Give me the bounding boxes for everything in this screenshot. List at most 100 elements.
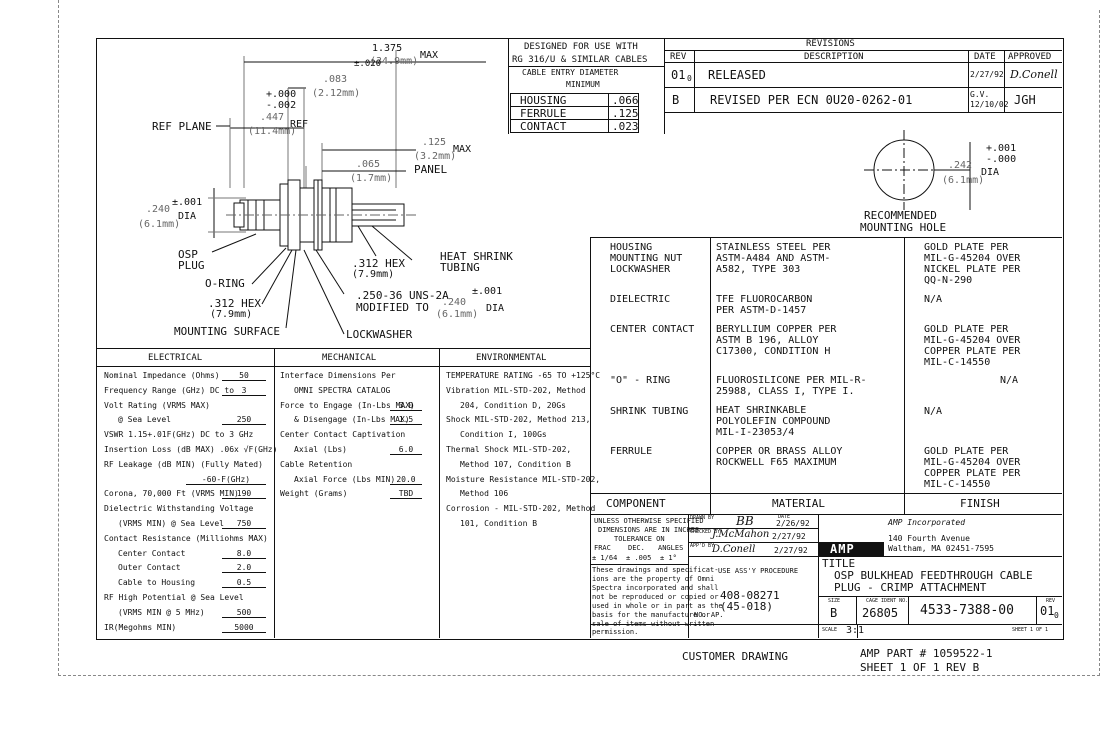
company-name: AMP Incorporated bbox=[888, 518, 966, 527]
mat-row5-mat-0: HEAT SHRINKABLE bbox=[716, 405, 807, 416]
dwg-number: 4533-7388-00 bbox=[920, 603, 1014, 618]
environmental-spec-line: 101, Condition B bbox=[460, 519, 538, 528]
environmental-spec-line: 204, Condition D, 20Gs bbox=[460, 401, 566, 410]
mat-row5-mat-2: MIL-I-23053/4 bbox=[716, 427, 795, 438]
drawing-title-line1: OSP BULKHEAD FEEDTHROUGH CABLE bbox=[834, 569, 1033, 582]
mounting-surface-label: MOUNTING SURFACE bbox=[174, 325, 280, 338]
mat-row3-mat-0: BERYLLIUM COPPER PER bbox=[716, 324, 837, 335]
design-for-line3: CABLE ENTRY DIAMETER bbox=[522, 68, 619, 77]
environmental-spec-line: TEMPERATURE RATING -65 TO +125°C bbox=[446, 371, 601, 380]
no-ap-label: NO. AP. bbox=[694, 611, 724, 619]
checked-date: 2/27/92 bbox=[772, 532, 806, 541]
electrical-spec-label: Contact Resistance (Milliohms MAX) bbox=[104, 534, 268, 543]
dim-dia2: DIA bbox=[486, 303, 505, 314]
rev-row1-date: 2/27/92 bbox=[970, 70, 1004, 79]
tol-dec: DEC. bbox=[628, 544, 645, 552]
ref-plane-label: REF PLANE bbox=[152, 120, 212, 133]
environmental-spec-line: Moisture Resistance MIL-STD-202, bbox=[446, 475, 601, 484]
materials-header-component: COMPONENT bbox=[606, 497, 666, 510]
page-dashed-border bbox=[58, 10, 1100, 676]
notes-line1: UNLESS OTHERWISE SPECIFIED bbox=[594, 517, 704, 525]
connector-drawing bbox=[208, 50, 486, 335]
mat-row6-mat-0: COPPER OR BRASS ALLOY bbox=[716, 446, 843, 457]
mat-row2-mat-0: TFE FLUOROCARBON bbox=[716, 294, 813, 305]
electrical-spec-label: Nominal Impedance (Ohms) bbox=[104, 371, 220, 380]
mount-label1: RECOMMENDED bbox=[864, 209, 937, 222]
rev-row2-date-top: G.V. bbox=[970, 90, 990, 99]
rev-row2-description: REVISED PER ECN 0U20-0262-01 bbox=[710, 93, 913, 107]
mechanical-spec-value: 3.0 bbox=[390, 402, 422, 411]
mounting-hole-drawing bbox=[864, 130, 971, 210]
dim-tol-020: ±.020 bbox=[354, 59, 382, 69]
tol-angles-value: ± 1° bbox=[660, 554, 677, 562]
mechanical-spec-label: Center Contact Captivation bbox=[280, 430, 406, 439]
proc-number: 408-08271 bbox=[720, 589, 780, 602]
company-address1: 140 Fourth Avenue bbox=[888, 534, 970, 543]
mechanical-spec-label: Cable Retention bbox=[280, 460, 353, 469]
osp-plug-label2: PLUG bbox=[178, 259, 205, 272]
mechanical-spec-value: 6.0 bbox=[390, 446, 422, 455]
mount-dim-mm: (6.1mm) bbox=[942, 175, 985, 186]
notes-line3: TOLERANCE ON bbox=[614, 535, 665, 543]
use-assy-label: USE ASS'Y PROCEDURE bbox=[718, 567, 799, 575]
design-for-housing: HOUSING bbox=[520, 94, 567, 107]
mat-row1-fin-0: GOLD PLATE PER bbox=[924, 242, 1009, 253]
mat-row2-comp-0: DIELECTRIC bbox=[610, 294, 671, 305]
legal-1: ions are the property of Omni bbox=[592, 575, 715, 583]
electrical-spec-label: (VRMS MIN @ 5 MHz) bbox=[118, 608, 205, 617]
mechanical-spec-label: Axial Force (Lbs MIN) bbox=[294, 475, 396, 484]
mat-row6-mat-1: ROCKWELL F65 MAXIMUM bbox=[716, 457, 837, 468]
customer-drawing-label: CUSTOMER DRAWING bbox=[682, 650, 788, 663]
mount-label2: MOUNTING HOLE bbox=[860, 221, 947, 234]
design-for-ferrule: FERRULE bbox=[520, 107, 567, 120]
electrical-spec-value: 3 bbox=[222, 387, 266, 396]
drawn-date: 2/26/92 bbox=[776, 519, 810, 528]
rev-label: REV bbox=[1046, 598, 1056, 604]
mechanical-spec-value: 1.5 bbox=[390, 416, 422, 425]
rev-row1-description: RELEASED bbox=[708, 68, 766, 82]
panel-label: PANEL bbox=[414, 163, 448, 176]
electrical-spec-label: RF High Potential @ Sea Level bbox=[104, 593, 244, 602]
mat-row1-comp-1: MOUNTING NUT bbox=[610, 253, 683, 264]
dim-max-len: 1.375 bbox=[372, 43, 403, 54]
design-for-line2: RG 316/U & SIMILAR CABLES bbox=[512, 55, 648, 65]
tol-frac-value: ± 1/64 bbox=[592, 554, 618, 562]
dim-max2: MAX bbox=[453, 144, 472, 155]
hex312b-label: .312 HEX bbox=[208, 297, 261, 310]
electrical-spec-label: Center Contact bbox=[118, 549, 186, 558]
mat-row1-comp-0: HOUSING bbox=[610, 242, 653, 253]
company-address2: Waltham, MA 02451-7595 bbox=[888, 544, 994, 553]
rev-header-approved: APPROVED bbox=[1008, 52, 1052, 62]
electrical-spec-label: RF Leakage (dB MIN) (Fully Mated) bbox=[104, 460, 263, 469]
mechanical-spec-label: Interface Dimensions Per bbox=[280, 371, 396, 380]
dim-max-label: MAX bbox=[420, 50, 439, 61]
dim-125: .125 bbox=[422, 137, 447, 148]
mat-row6-fin-1: MIL-G-45204 OVER bbox=[924, 457, 1021, 468]
tubing-label: TUBING bbox=[440, 261, 480, 274]
design-for-line4: MINIMUM bbox=[566, 80, 600, 89]
mechanical-spec-label: OMNI SPECTRA CATALOG bbox=[294, 386, 391, 395]
environmental-spec-line: Thermal Shock MIL-STD-202, bbox=[446, 445, 572, 454]
tol-angles: ANGLES bbox=[658, 544, 684, 552]
electrical-spec-label: IR(Megohms MIN) bbox=[104, 623, 177, 632]
dim-dia: DIA bbox=[178, 211, 197, 222]
dim-065: .065 bbox=[356, 159, 381, 170]
environmental-spec-line: Method 107, Condition B bbox=[460, 460, 571, 469]
mechanical-spec-value: TBD bbox=[390, 490, 422, 499]
mat-row1-mat-1: ASTM-A484 AND ASTM- bbox=[716, 253, 831, 264]
design-for-ferrule-value: .125 bbox=[612, 107, 639, 120]
osp-plug-label: OSP bbox=[178, 248, 198, 261]
electrical-spec-label: Corona, 70,000 Ft (VRMS MIN) bbox=[104, 489, 239, 498]
mat-row1-mat-2: A582, TYPE 303 bbox=[716, 264, 801, 275]
mat-row2-fin-0: N/A bbox=[924, 294, 943, 305]
legal-7: permission. bbox=[592, 628, 639, 636]
dim-447-mm: (11.4mm) bbox=[248, 126, 297, 137]
mat-row5-comp-0: SHRINK TUBING bbox=[610, 406, 689, 417]
mat-row6-fin-0: GOLD PLATE PER bbox=[924, 446, 1009, 457]
dim-083-mm: (2.12mm) bbox=[312, 88, 361, 99]
electrical-spec-label: Frequency Range (GHz) DC to bbox=[104, 386, 235, 395]
amp-logo bbox=[818, 542, 884, 556]
mechanical-spec-value: 20.0 bbox=[390, 476, 422, 485]
electrical-spec-value: 0.5 bbox=[222, 579, 266, 588]
mat-row5-fin-0: N/A bbox=[924, 406, 943, 417]
